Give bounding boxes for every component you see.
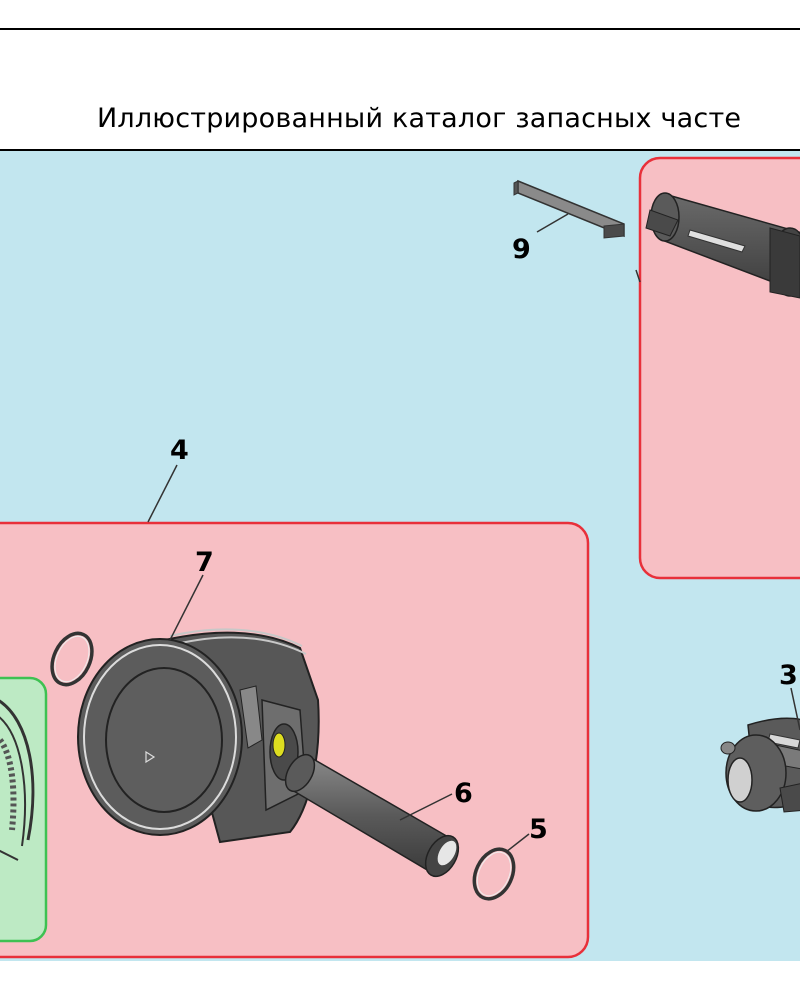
callout-6: 6 <box>454 778 473 809</box>
callout-leader-6 <box>399 793 453 821</box>
callout-4: 4 <box>170 435 189 466</box>
piston-ring-set <box>0 699 35 861</box>
callout-leader-7 <box>169 574 204 641</box>
callout-5: 5 <box>529 814 548 845</box>
retaining-ring-part <box>472 847 516 901</box>
top-rule <box>0 28 800 30</box>
callout-leader-9 <box>536 213 569 233</box>
callout-9: 9 <box>512 234 531 265</box>
key-part <box>513 179 625 239</box>
callout-leader-3 <box>790 687 800 731</box>
piston-part <box>77 628 320 844</box>
header-rule <box>0 149 800 151</box>
shaft-part <box>635 192 800 299</box>
connecting-rod-part <box>720 717 800 813</box>
callout-3: 3 <box>779 660 798 691</box>
callout-7: 7 <box>195 547 214 578</box>
snap-ring-left <box>50 631 94 687</box>
piston-pin-part <box>284 753 460 878</box>
exploded-parts-diagram: 9 4 7 6 5 <box>0 151 800 961</box>
callout-leader-4 <box>147 464 178 523</box>
page-title: Иллюстрированный каталог запасных часте <box>97 103 742 134</box>
callout-leader-5 <box>505 833 530 853</box>
piston-rings-group-box <box>0 676 48 943</box>
